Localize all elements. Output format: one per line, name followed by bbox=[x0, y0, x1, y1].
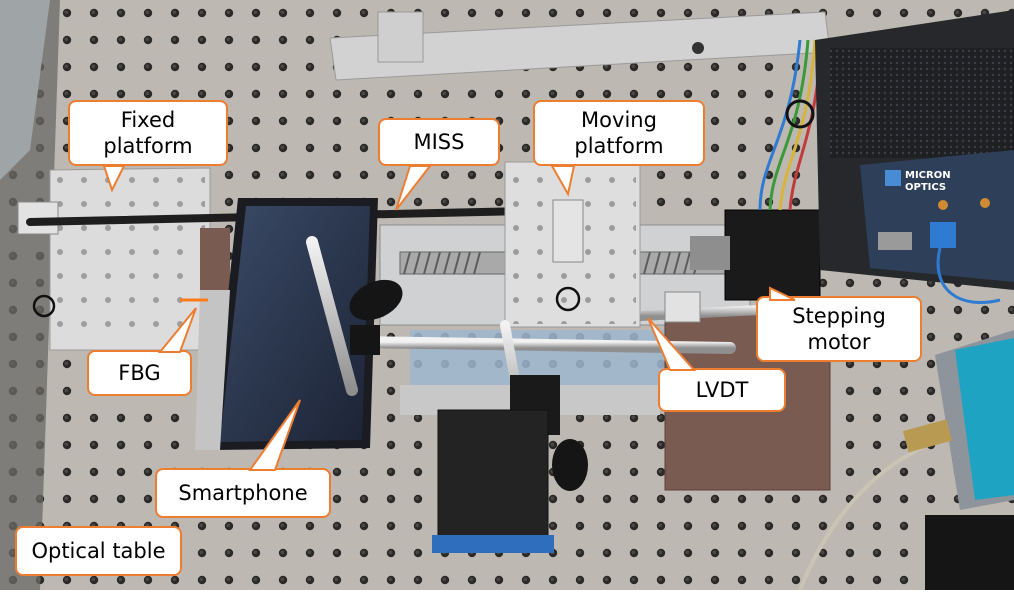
holder-clamp bbox=[350, 325, 380, 355]
callout-optical-table: Optical table bbox=[15, 526, 182, 576]
marker-ring-left bbox=[32, 294, 56, 318]
interrogator-led-2 bbox=[980, 198, 990, 208]
black-device-bottom-right bbox=[925, 515, 1014, 590]
interrogator-logo-mark bbox=[885, 170, 901, 186]
interrogator-logo-text-2: OPTICS bbox=[905, 182, 946, 193]
callout-moving-platform: Moving platform bbox=[533, 100, 705, 166]
marker-ring-center bbox=[555, 286, 581, 312]
motor-wires bbox=[758, 39, 802, 211]
usb-plug bbox=[902, 419, 953, 453]
usb-cable bbox=[798, 438, 941, 591]
smartphone-mount-plate bbox=[195, 290, 230, 450]
rail-screw bbox=[692, 42, 704, 54]
callout-miss: MISS bbox=[378, 118, 500, 166]
motor-wire-green bbox=[768, 39, 810, 211]
stepping-motor bbox=[724, 209, 821, 301]
callout-lvdt: LVDT bbox=[658, 368, 786, 412]
magnetic-base bbox=[437, 409, 549, 551]
lvdt-holder bbox=[664, 291, 701, 323]
callout-fixed-platform: Fixed platform bbox=[68, 100, 228, 166]
interrogator-cable bbox=[936, 247, 1001, 305]
holder-rod-vertical bbox=[306, 236, 358, 396]
wall-top-left bbox=[0, 0, 50, 180]
interrogator-logo-text: MICRON bbox=[905, 170, 951, 181]
interrogator-connector bbox=[930, 222, 956, 248]
motor-shaft-coupler bbox=[690, 236, 730, 270]
smartphone-screen bbox=[220, 206, 370, 442]
fixed-platform-holes bbox=[55, 175, 205, 345]
laptop-screen bbox=[955, 338, 1014, 500]
marker-ring-top-right bbox=[785, 99, 815, 129]
holder-knob-2 bbox=[552, 439, 588, 491]
holder-knob bbox=[349, 279, 403, 321]
callout-smartphone: Smartphone bbox=[155, 468, 331, 518]
callout-fbg: FBG bbox=[87, 350, 192, 396]
rail-post bbox=[377, 11, 424, 63]
lead-screw-threads bbox=[403, 251, 701, 275]
interrogator-port bbox=[878, 232, 912, 250]
callout-stepping-motor: Stepping motor bbox=[756, 296, 922, 362]
interrogator-grill bbox=[830, 48, 1014, 158]
holder-rod-horizontal bbox=[354, 336, 736, 354]
magnetic-base-plate bbox=[432, 535, 554, 553]
interrogator-led-1 bbox=[938, 200, 948, 210]
motor-wire-yellow bbox=[778, 39, 817, 211]
moving-clamp bbox=[552, 199, 584, 263]
